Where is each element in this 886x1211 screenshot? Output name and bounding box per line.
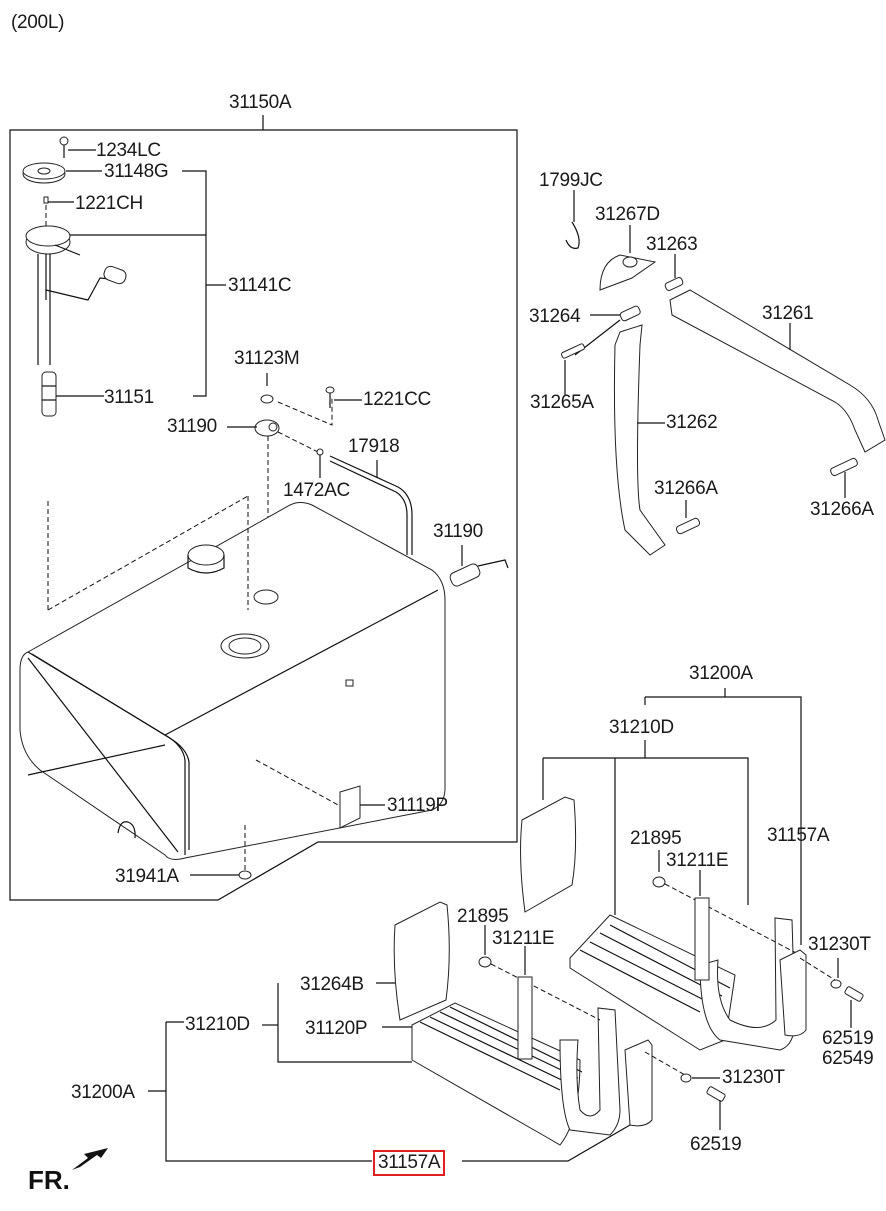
drain-valve-icon [449, 559, 509, 587]
pin-31266a-left-icon [675, 517, 701, 535]
stay-31211e-upper-icon [694, 897, 710, 981]
bolt-31265a-icon [561, 343, 585, 359]
tank-assy-frame [9, 129, 518, 901]
pin-31263-icon [664, 277, 684, 291]
bolt-62519-upper-icon [844, 986, 864, 1002]
hose-icon [329, 455, 413, 555]
part-label-31262[interactable]: 31262 [666, 412, 718, 433]
part-label-31200a-lower[interactable]: 31200A [71, 1082, 135, 1103]
part-label-31264[interactable]: 31264 [529, 306, 581, 327]
part-label-31230t-lower[interactable]: 31230T [722, 1067, 785, 1088]
part-label-31211e-upper[interactable]: 31211E [666, 850, 729, 871]
part-label-31210d-lower[interactable]: 31210D [185, 1014, 250, 1035]
fuel-tank-icon [19, 502, 446, 860]
part-label-31157a-lower-highlighted[interactable]: 31157A [372, 1150, 446, 1176]
pin-31264-icon [619, 305, 641, 322]
part-label-31210d-upper[interactable]: 31210D [609, 717, 674, 738]
vent-valve-icon [254, 419, 280, 437]
part-label-31119p[interactable]: 31119P [387, 795, 448, 816]
screw-1234lc-icon [59, 136, 69, 158]
step-plate-upper-icon [569, 914, 736, 1051]
mud-guard-lower-icon [393, 901, 450, 1021]
nut-21895-lower-icon [478, 956, 492, 968]
cap-plate-icon [22, 162, 66, 184]
bolt-62519-lower-icon [706, 1086, 726, 1102]
part-label-1234lc[interactable]: 1234LC [96, 140, 161, 161]
band-left-icon [613, 324, 666, 556]
part-label-31230t-upper[interactable]: 31230T [808, 934, 871, 955]
step-plate-lower-icon [411, 1002, 581, 1146]
grommet-icon [260, 394, 274, 404]
part-label-17918[interactable]: 17918 [348, 436, 400, 457]
part-label-31200a-upper[interactable]: 31200A [689, 663, 753, 684]
screw-1221ch-icon [43, 196, 49, 204]
part-label-31150a[interactable]: 31150A [229, 92, 292, 113]
part-label-31190-drain[interactable]: 31190 [433, 521, 483, 542]
part-label-31148g[interactable]: 31148G [104, 161, 169, 182]
screw-1221cc-icon [325, 386, 335, 408]
front-direction-label: FR. [28, 1165, 70, 1195]
leader-31200A-upper [645, 696, 802, 945]
filter-icon [41, 371, 57, 417]
capacity-note: (200L) [11, 12, 65, 33]
part-label-62519-lower[interactable]: 62519 [690, 1134, 742, 1155]
part-label-31263[interactable]: 31263 [646, 234, 698, 255]
part-label-31261[interactable]: 31261 [762, 303, 814, 324]
part-label-31190-vent[interactable]: 31190 [167, 416, 217, 437]
part-label-1799jc[interactable]: 1799JC [539, 170, 603, 191]
part-label-31266a-right[interactable]: 31266A [810, 499, 874, 520]
part-label-31151[interactable]: 31151 [104, 387, 154, 408]
part-label-1221cc[interactable]: 1221CC [363, 389, 431, 410]
pin-31266a-right-icon [830, 457, 858, 477]
fuel-sender-icon [25, 225, 127, 365]
drain-plug-icon [238, 870, 252, 880]
part-label-62549-upper[interactable]: 62549 [822, 1048, 874, 1069]
part-label-21895-lower[interactable]: 21895 [457, 906, 509, 927]
nut-21895-upper-icon [652, 876, 666, 888]
part-label-62519-upper[interactable]: 62519 [822, 1028, 874, 1049]
bracket-31157a-upper-icon [779, 949, 807, 1037]
front-direction-arrow-icon [72, 1148, 108, 1170]
band-right-icon [669, 289, 886, 453]
washer-31230t-upper-icon [830, 979, 842, 989]
clip-icon [316, 448, 324, 456]
mud-guard-upper-icon [520, 796, 577, 913]
part-label-1221ch[interactable]: 1221CH [75, 193, 143, 214]
part-label-1472ac[interactable]: 1472AC [283, 480, 350, 501]
bracket-31267d-icon [599, 254, 657, 291]
part-label-31267d[interactable]: 31267D [595, 204, 660, 225]
part-label-31265a[interactable]: 31265A [530, 392, 594, 413]
part-label-31157a-upper[interactable]: 31157A [767, 825, 830, 846]
part-label-31120p[interactable]: 31120P [305, 1018, 368, 1039]
part-label-31266a-left[interactable]: 31266A [654, 478, 718, 499]
stay-31211e-lower-icon [517, 976, 533, 1060]
part-label-31264b[interactable]: 31264B [300, 974, 364, 995]
label-plate-icon [339, 785, 361, 829]
washer-31230t-lower-icon [680, 1073, 692, 1083]
part-label-31211e-lower[interactable]: 31211E [492, 928, 555, 949]
part-label-31141c[interactable]: 31141C [228, 275, 292, 296]
part-label-31941a[interactable]: 31941A [115, 866, 179, 887]
bracket-31157a-lower-icon [624, 1039, 653, 1127]
part-label-21895-upper[interactable]: 21895 [630, 828, 682, 849]
part-label-31123m[interactable]: 31123M [234, 348, 300, 369]
clip-1799jc-icon [565, 221, 580, 249]
